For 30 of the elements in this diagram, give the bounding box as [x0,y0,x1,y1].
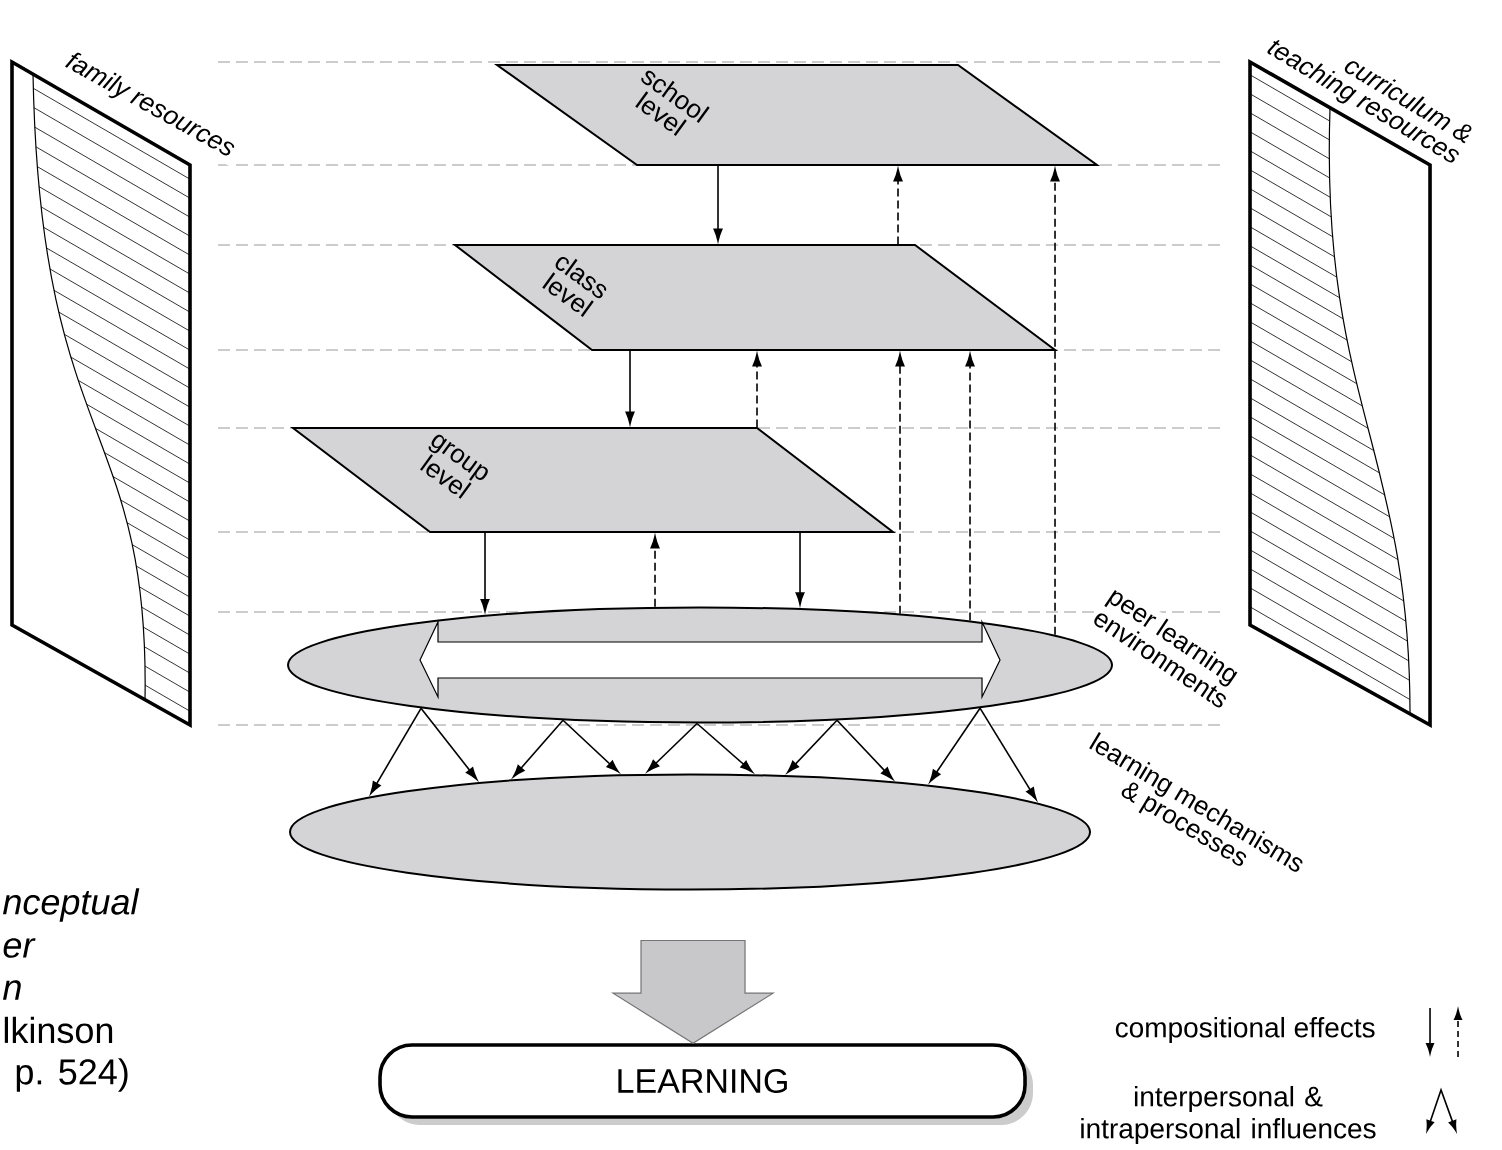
caption-text: p. 524) [16,1058,128,1092]
arrow [965,353,975,622]
caption-text: nceptual [3,888,140,922]
arrow [1050,168,1060,636]
arrow [836,719,894,780]
arrow [713,164,723,242]
learning-box: LEARNING [378,1043,1033,1125]
arrow [562,719,619,773]
arrow [625,349,635,425]
block-arrow [610,939,776,1044]
legend-text: compositional effects [1115,1016,1375,1044]
arrow [696,722,753,773]
arrow [979,707,1037,801]
arrow [893,168,903,246]
arrow [929,707,981,783]
legend-text: interpersonal & intrapersonal influences [1081,1085,1376,1145]
arrow [480,531,490,612]
arrow [795,531,805,606]
caption-text: er [3,938,36,958]
arrow [420,707,478,780]
caption-text: n [3,980,21,1000]
arrow [512,719,564,778]
node-label: LEARNING [618,1068,787,1094]
arrow [786,719,838,774]
caption-text: lkinson [4,1016,113,1044]
arrow [647,722,698,772]
arrow [752,353,762,429]
arrow [895,353,905,615]
arrow [370,707,422,795]
arrow [650,535,660,608]
